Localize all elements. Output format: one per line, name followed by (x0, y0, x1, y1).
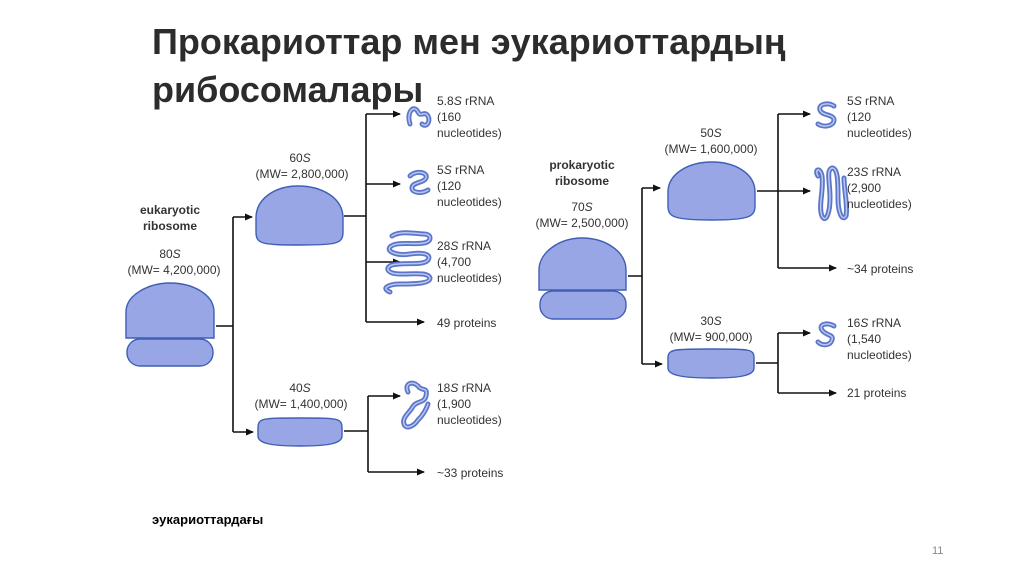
eu-5.8s-unit: nucleotides) (437, 126, 502, 140)
pro-16s-rrna-label: 16S rRNA (847, 316, 901, 330)
slide-caption: эукариоттардағы (152, 512, 264, 527)
rna-eu-5.8s-icon (406, 106, 432, 128)
eu-18s-unit: nucleotides) (437, 413, 502, 427)
eu-18s-rrna-label: 18S rRNA (437, 381, 491, 395)
branch-40s (344, 396, 369, 472)
branch-70s (628, 188, 643, 364)
eu-33-proteins-label: ~33 proteins (437, 466, 503, 480)
eu-60s-s-value: 60S (289, 151, 310, 165)
slide-title: Прокариоттар мен эукариоттардың рибосома… (152, 21, 786, 110)
rna-eu-5s-icon (407, 169, 431, 195)
prokaryotic-s-value: 70S (571, 200, 592, 214)
eukaryotic-label-line1: eukaryotic (140, 203, 200, 217)
eukaryotic-label-line2: ribosome (143, 219, 197, 233)
prokaryotic-30s-shape (667, 348, 755, 379)
eu-28s-rrna-label: 28S rRNA (437, 239, 491, 253)
branch-60s (344, 114, 367, 322)
pro-34-proteins-label: ~34 proteins (847, 262, 913, 276)
eukaryotic-60s-shape (255, 185, 344, 246)
pro-23s-rrna-label: 23S rRNA (847, 165, 901, 179)
eu-5s-count: (120 (437, 179, 461, 193)
prokaryotic-70s-small-shape (539, 290, 627, 320)
prokaryotic-ribosome-group: prokaryotic ribosome 70S (MW= 2,500,000)… (535, 94, 913, 400)
eu-40s-mw: (MW= 1,400,000) (254, 397, 347, 411)
pro-30s-s-value: 30S (700, 314, 721, 328)
prokaryotic-70s-large-shape (538, 237, 627, 291)
eu-60s-mw: (MW= 2,800,000) (255, 167, 348, 181)
eu-5.8s-rrna-label: 5.8S rRNA (437, 94, 494, 108)
eu-28s-unit: nucleotides) (437, 271, 502, 285)
prokaryotic-50s-shape (667, 161, 756, 221)
eu-49-proteins-label: 49 proteins (437, 316, 496, 330)
eukaryotic-80s-small-shape (126, 338, 214, 367)
rna-pro-23s-icon (814, 165, 850, 222)
eukaryotic-mw: (MW= 4,200,000) (127, 263, 220, 277)
prokaryotic-mw: (MW= 2,500,000) (535, 216, 628, 230)
pro-50s-mw: (MW= 1,600,000) (664, 142, 757, 156)
page-number: 11 (932, 545, 944, 557)
eu-18s-count: (1,900 (437, 397, 471, 411)
branch-30s (756, 333, 779, 393)
pro-5s-count: (120 (847, 110, 871, 124)
eukaryotic-ribosome-group: eukaryotic ribosome 80S (MW= 4,200,000) … (125, 94, 503, 480)
pro-5s-unit: nucleotides) (847, 126, 912, 140)
eu-28s-count: (4,700 (437, 255, 471, 269)
rna-eu-18s-icon (401, 380, 431, 430)
eukaryotic-80s-large-shape (125, 282, 215, 339)
rna-eu-28s-icon (383, 230, 433, 295)
pro-30s-mw: (MW= 900,000) (669, 330, 752, 344)
branch-80s (216, 217, 234, 432)
pro-23s-count: (2,900 (847, 181, 881, 195)
pro-5s-rrna-label: 5S rRNA (847, 94, 894, 108)
eu-5.8s-count: (160 (437, 110, 461, 124)
eu-5s-unit: nucleotides) (437, 195, 502, 209)
prokaryotic-label-line2: ribosome (555, 174, 609, 188)
eukaryotic-40s-shape (257, 417, 343, 447)
pro-16s-count: (1,540 (847, 332, 881, 346)
pro-23s-unit: nucleotides) (847, 197, 912, 211)
rna-pro-5s-icon (815, 101, 837, 129)
prokaryotic-label-line1: prokaryotic (549, 158, 615, 172)
eu-5s-rrna-label: 5S rRNA (437, 163, 484, 177)
eu-40s-s-value: 40S (289, 381, 310, 395)
rna-pro-16s-icon (815, 321, 837, 348)
pro-16s-unit: nucleotides) (847, 348, 912, 362)
pro-21-proteins-label: 21 proteins (847, 386, 906, 400)
eukaryotic-s-value: 80S (159, 247, 180, 261)
pro-50s-s-value: 50S (700, 126, 721, 140)
branch-50s (757, 114, 779, 268)
